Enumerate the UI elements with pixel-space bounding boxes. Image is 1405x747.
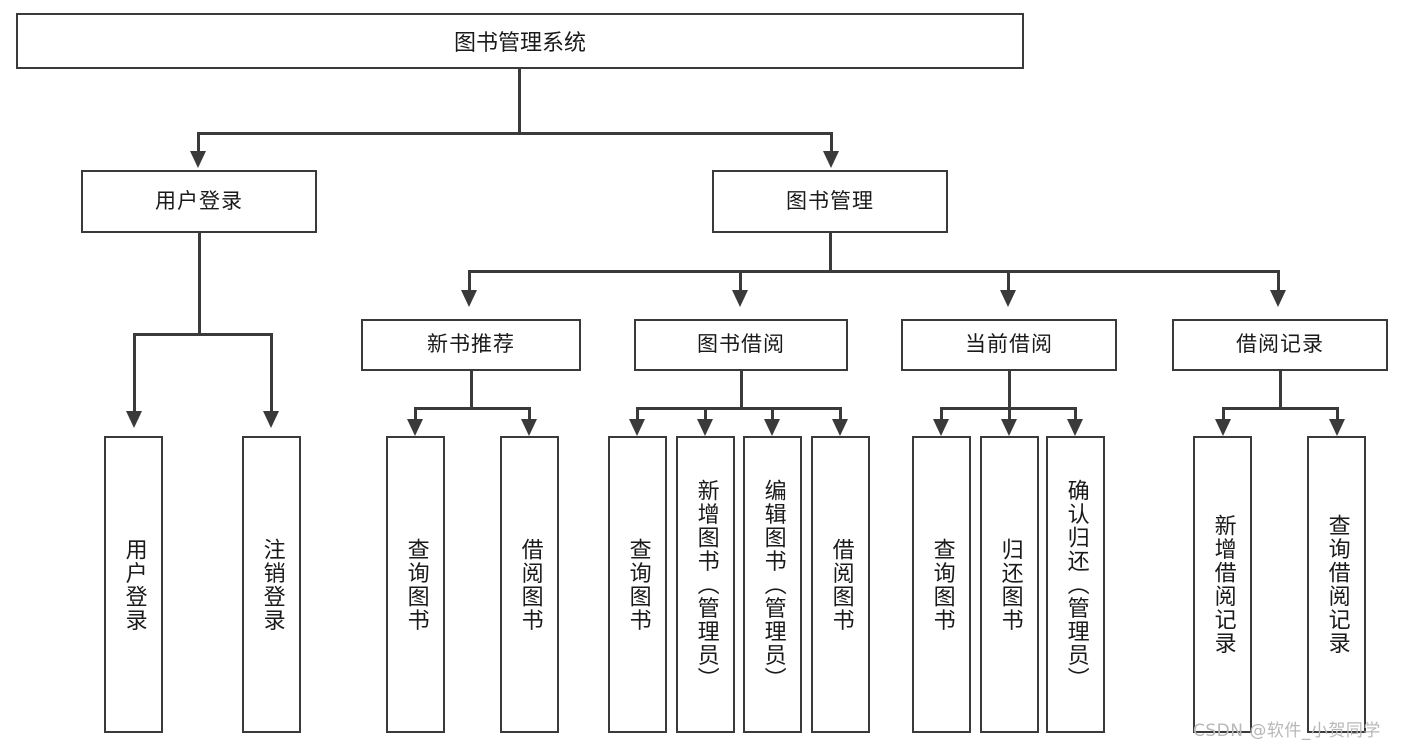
connector-record-bar [1222, 407, 1339, 410]
node-label: 当前借阅 [965, 332, 1053, 357]
leaf-confirm-return-admin[interactable]: 确认归还（管理员） [1046, 436, 1105, 733]
leaf-label: 查询图书 [625, 537, 651, 632]
leaf-label: 确认归还（管理员） [1063, 478, 1089, 691]
connector-record-to-leaf1 [1222, 407, 1225, 421]
leaf-label: 借阅图书 [828, 537, 854, 632]
leaf-label: 归还图书 [997, 537, 1023, 632]
connector-newbook-bar [414, 407, 531, 410]
connector-current-to-leaf1 [940, 407, 943, 421]
arrow-root-to-bookmgmt [823, 151, 839, 168]
connector-login-stem [198, 233, 201, 335]
connector-bookmgmt-bar [468, 270, 1280, 273]
arrow-root-to-login [190, 151, 206, 168]
leaf-add-borrow-record[interactable]: 新增借阅记录 [1193, 436, 1252, 733]
connector-borrow-to-leaf1 [636, 407, 639, 421]
connector-borrow-stem [740, 371, 743, 410]
connector-bookmgmt-to-record [1277, 270, 1280, 292]
leaf-borrow-book[interactable]: 借阅图书 [811, 436, 870, 733]
arrow-current-to-leaf1 [933, 419, 949, 436]
node-user-login[interactable]: 用户登录 [81, 170, 317, 233]
connector-record-stem [1279, 371, 1282, 410]
connector-borrow-bar [636, 407, 842, 410]
connector-current-to-leaf2 [1008, 407, 1011, 421]
connector-borrow-to-leaf4 [839, 407, 842, 421]
node-root-system[interactable]: 图书管理系统 [16, 13, 1024, 69]
node-label: 新书推荐 [427, 332, 515, 357]
connector-borrow-to-leaf2 [704, 407, 707, 421]
connector-newbook-stem [470, 371, 473, 410]
arrow-record-to-leaf1 [1215, 419, 1231, 436]
connector-current-to-leaf3 [1074, 407, 1077, 421]
node-label: 图书管理 [786, 188, 874, 213]
connector-borrow-to-leaf3 [771, 407, 774, 421]
connector-bookmgmt-stem [829, 233, 832, 272]
arrow-login-to-leaf2 [263, 411, 279, 428]
node-label: 借阅记录 [1236, 332, 1324, 357]
connector-root-bar [197, 132, 833, 135]
arrow-current-to-leaf3 [1067, 419, 1083, 436]
leaf-user-login[interactable]: 用户登录 [104, 436, 163, 733]
leaf-add-book-admin[interactable]: 新增图书（管理员） [676, 436, 735, 733]
arrow-borrow-to-leaf1 [629, 419, 645, 436]
node-new-book-recommend[interactable]: 新书推荐 [361, 319, 581, 371]
leaf-label: 借阅图书 [517, 537, 543, 632]
arrow-newbook-to-leaf2 [521, 419, 537, 436]
leaf-borrow-book-recommend[interactable]: 借阅图书 [500, 436, 559, 733]
connector-record-to-leaf2 [1336, 407, 1339, 421]
arrow-borrow-to-leaf2 [697, 419, 713, 436]
connector-newbook-to-leaf2 [528, 407, 531, 421]
arrow-bookmgmt-to-borrow [732, 290, 748, 307]
leaf-label: 用户登录 [121, 537, 147, 632]
node-book-management[interactable]: 图书管理 [712, 170, 948, 233]
leaf-query-book-recommend[interactable]: 查询图书 [386, 436, 445, 733]
node-book-borrow[interactable]: 图书借阅 [634, 319, 848, 371]
node-current-borrow[interactable]: 当前借阅 [901, 319, 1117, 371]
connector-bookmgmt-to-newbook [468, 270, 471, 292]
connector-root-to-login [197, 132, 200, 153]
connector-newbook-to-leaf1 [414, 407, 417, 421]
arrow-newbook-to-leaf1 [407, 419, 423, 436]
leaf-label: 新增借阅记录 [1210, 514, 1236, 655]
leaf-query-book-current[interactable]: 查询图书 [912, 436, 971, 733]
connector-login-bar [133, 333, 273, 336]
connector-bookmgmt-to-current [1007, 270, 1010, 292]
leaf-label: 查询图书 [929, 537, 955, 632]
leaf-label: 查询借阅记录 [1324, 514, 1350, 655]
connector-current-stem [1008, 371, 1011, 410]
node-label: 图书管理系统 [453, 31, 586, 56]
leaf-edit-book-admin[interactable]: 编辑图书（管理员） [743, 436, 802, 733]
arrow-borrow-to-leaf3 [764, 419, 780, 436]
leaf-return-book[interactable]: 归还图书 [980, 436, 1039, 733]
leaf-label: 查询图书 [403, 537, 429, 632]
connector-login-to-leaf1 [133, 333, 136, 413]
connector-login-to-leaf2 [270, 333, 273, 413]
arrow-record-to-leaf2 [1329, 419, 1345, 436]
leaf-logout[interactable]: 注销登录 [242, 436, 301, 733]
arrow-bookmgmt-to-record [1270, 290, 1286, 307]
arrow-bookmgmt-to-newbook [461, 290, 477, 307]
node-borrow-record[interactable]: 借阅记录 [1172, 319, 1388, 371]
leaf-query-borrow-record[interactable]: 查询借阅记录 [1307, 436, 1366, 733]
arrow-borrow-to-leaf4 [832, 419, 848, 436]
node-label: 图书借阅 [697, 332, 785, 357]
connector-bookmgmt-to-borrow [739, 270, 742, 292]
leaf-label: 新增图书（管理员） [693, 478, 719, 691]
arrow-bookmgmt-to-current [1000, 290, 1016, 307]
leaf-query-book-borrow[interactable]: 查询图书 [608, 436, 667, 733]
arrow-login-to-leaf1 [126, 411, 142, 428]
arrow-current-to-leaf2 [1001, 419, 1017, 436]
connector-root-stem [518, 69, 521, 134]
leaf-label: 编辑图书（管理员） [760, 478, 786, 691]
node-label: 用户登录 [155, 188, 243, 213]
leaf-label: 注销登录 [259, 537, 285, 632]
connector-root-to-bookmgmt [830, 132, 833, 153]
